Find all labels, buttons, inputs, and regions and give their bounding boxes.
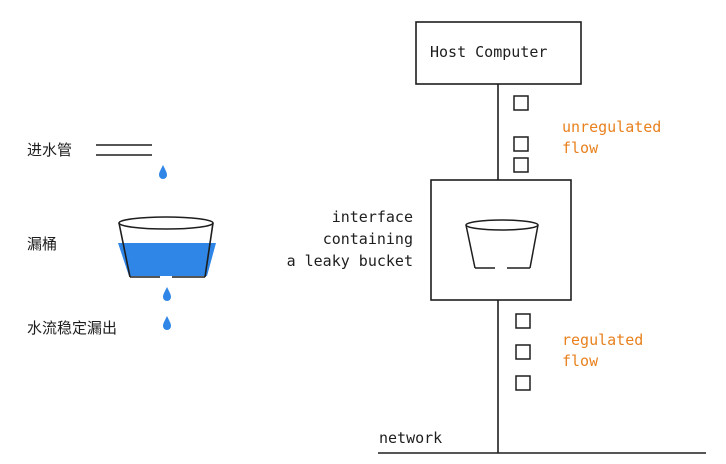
bucket-label: 漏桶	[27, 235, 58, 253]
network-label: network	[379, 429, 443, 447]
water-drop-out-1	[163, 287, 171, 301]
outflow-label: 水流稳定漏出	[27, 319, 118, 337]
interface-label-line3: a leaky bucket	[286, 252, 413, 270]
unregulated-packets	[513, 95, 529, 173]
regulated-packets	[515, 313, 531, 391]
unregulated-flow-label-line1: unregulated	[562, 118, 662, 136]
unregulated-flow-label-line2: flow	[562, 139, 599, 157]
interface-box	[430, 179, 572, 301]
regulated-flow-label-line1: regulated	[562, 331, 644, 349]
inlet-pipe	[96, 144, 152, 156]
interface-bucket	[465, 219, 539, 269]
bucket	[118, 216, 216, 278]
interface-label-line2: containing	[322, 230, 413, 248]
interface-label-line1: interface	[331, 208, 413, 226]
water-drop-out-2	[163, 316, 171, 330]
host-computer-label: Host Computer	[430, 43, 548, 61]
water-drop-inlet	[159, 165, 167, 179]
inlet-pipe-label: 进水管	[27, 141, 73, 159]
regulated-flow-label-line2: flow	[562, 352, 599, 370]
